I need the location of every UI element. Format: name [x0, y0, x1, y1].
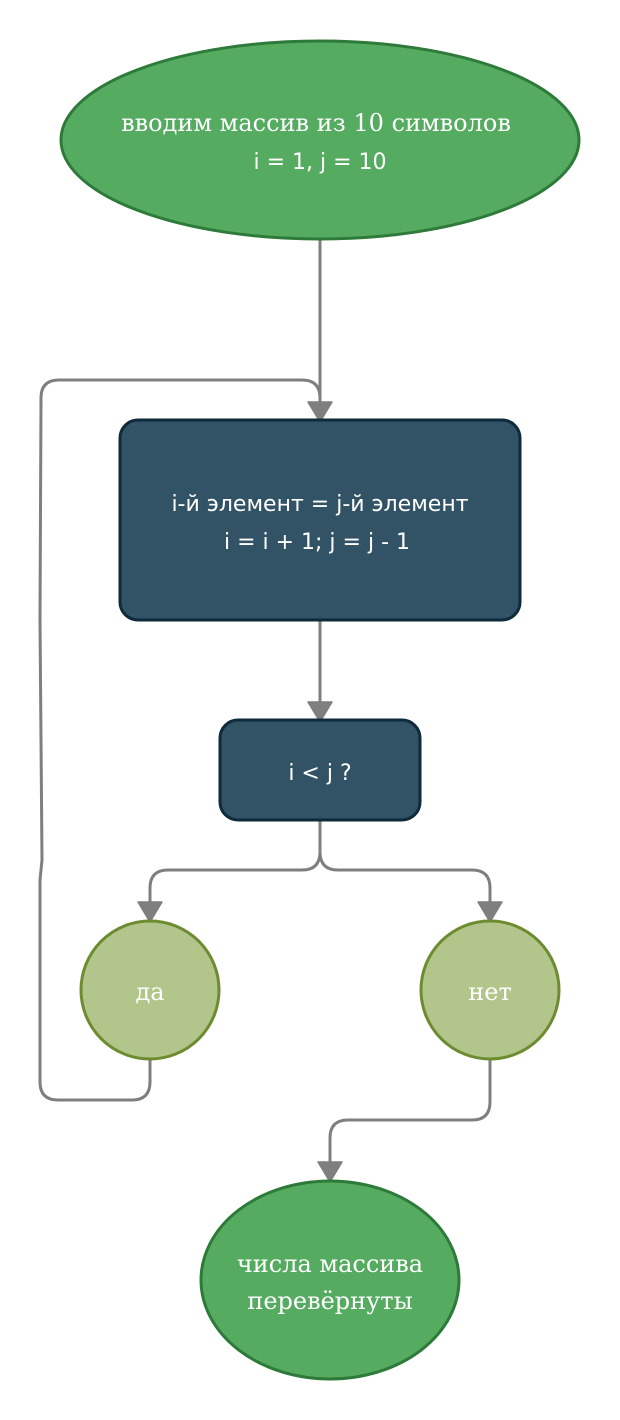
process-node: i-й элемент = j-й элемент i = i + 1; j =… [118, 418, 522, 622]
arrowhead-condition [307, 701, 333, 723]
process-rect [118, 418, 522, 622]
start-text-line2: i = 1, j = 10 [253, 150, 386, 175]
start-ellipse [59, 39, 581, 241]
start-text-line1: вводим массив из 10 символов [121, 109, 511, 137]
arrowhead-process [307, 401, 333, 423]
yes-circle [79, 919, 221, 1061]
yes-text: да [135, 978, 164, 1006]
edge-condition-to-no [318, 820, 492, 902]
end-ellipse [199, 1179, 461, 1381]
end-text-line1: числа массива [237, 1250, 423, 1278]
arrowhead-yes [137, 901, 163, 923]
no-circle [419, 919, 561, 1061]
arrowheads [137, 401, 503, 1183]
edge-condition-to-yes [148, 820, 322, 902]
edges [38, 240, 492, 1162]
no-text: нет [468, 978, 511, 1006]
process-text-line2: i = i + 1; j = j - 1 [224, 530, 410, 555]
condition-node: i < j ? [218, 718, 422, 822]
start-node: вводим массив из 10 символов i = 1, j = … [59, 39, 581, 241]
edge-yes-loop-to-process [38, 378, 322, 1102]
yes-node: да [79, 919, 221, 1061]
end-node: числа массива перевёрнуты [199, 1179, 461, 1381]
arrowhead-end [317, 1161, 343, 1183]
end-text-line2: перевёрнуты [247, 1287, 412, 1315]
edge-no-to-end [328, 1060, 492, 1162]
no-node: нет [419, 919, 561, 1061]
condition-rect [218, 718, 422, 822]
arrowhead-no [477, 901, 503, 923]
process-text-line1: i-й элемент = j-й элемент [171, 492, 468, 517]
condition-text: i < j ? [288, 761, 351, 786]
